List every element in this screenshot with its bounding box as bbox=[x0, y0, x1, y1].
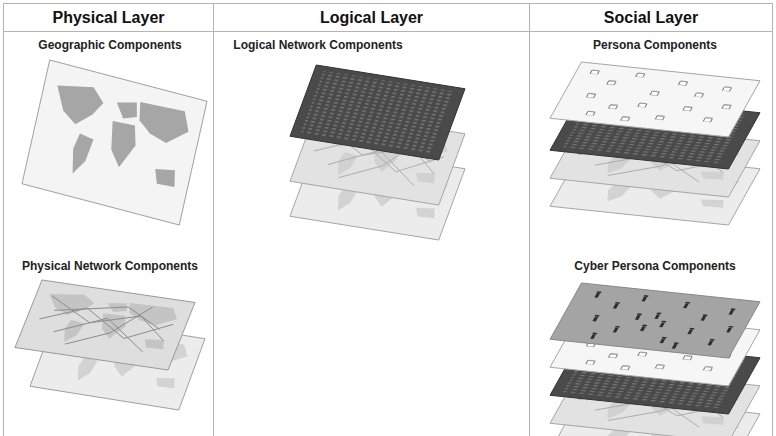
component-label: Physical Network Components bbox=[22, 259, 198, 273]
component-label: Persona Components bbox=[593, 38, 717, 52]
component-label: Cyber Persona Components bbox=[574, 259, 735, 273]
layer-column: Logical Layer bbox=[213, 3, 530, 436]
column-heading: Social Layer bbox=[604, 9, 698, 26]
layer-column: Social Layer bbox=[529, 3, 773, 436]
column-heading-cell: Logical Layer bbox=[214, 4, 529, 32]
component-label: Geographic Components bbox=[38, 38, 181, 52]
persona-plane bbox=[550, 62, 760, 137]
map-plane bbox=[22, 60, 207, 225]
column-heading-cell: Social Layer bbox=[530, 4, 772, 32]
network-plane bbox=[15, 280, 195, 370]
component-label: Logical Network Components bbox=[233, 38, 402, 52]
layer-column: Physical Layer bbox=[3, 3, 214, 436]
column-heading: Logical Layer bbox=[320, 9, 423, 26]
column-heading: Physical Layer bbox=[52, 9, 164, 26]
column-heading-cell: Physical Layer bbox=[4, 4, 213, 32]
logical-plane bbox=[290, 65, 465, 160]
cyber-persona-plane bbox=[550, 283, 760, 358]
